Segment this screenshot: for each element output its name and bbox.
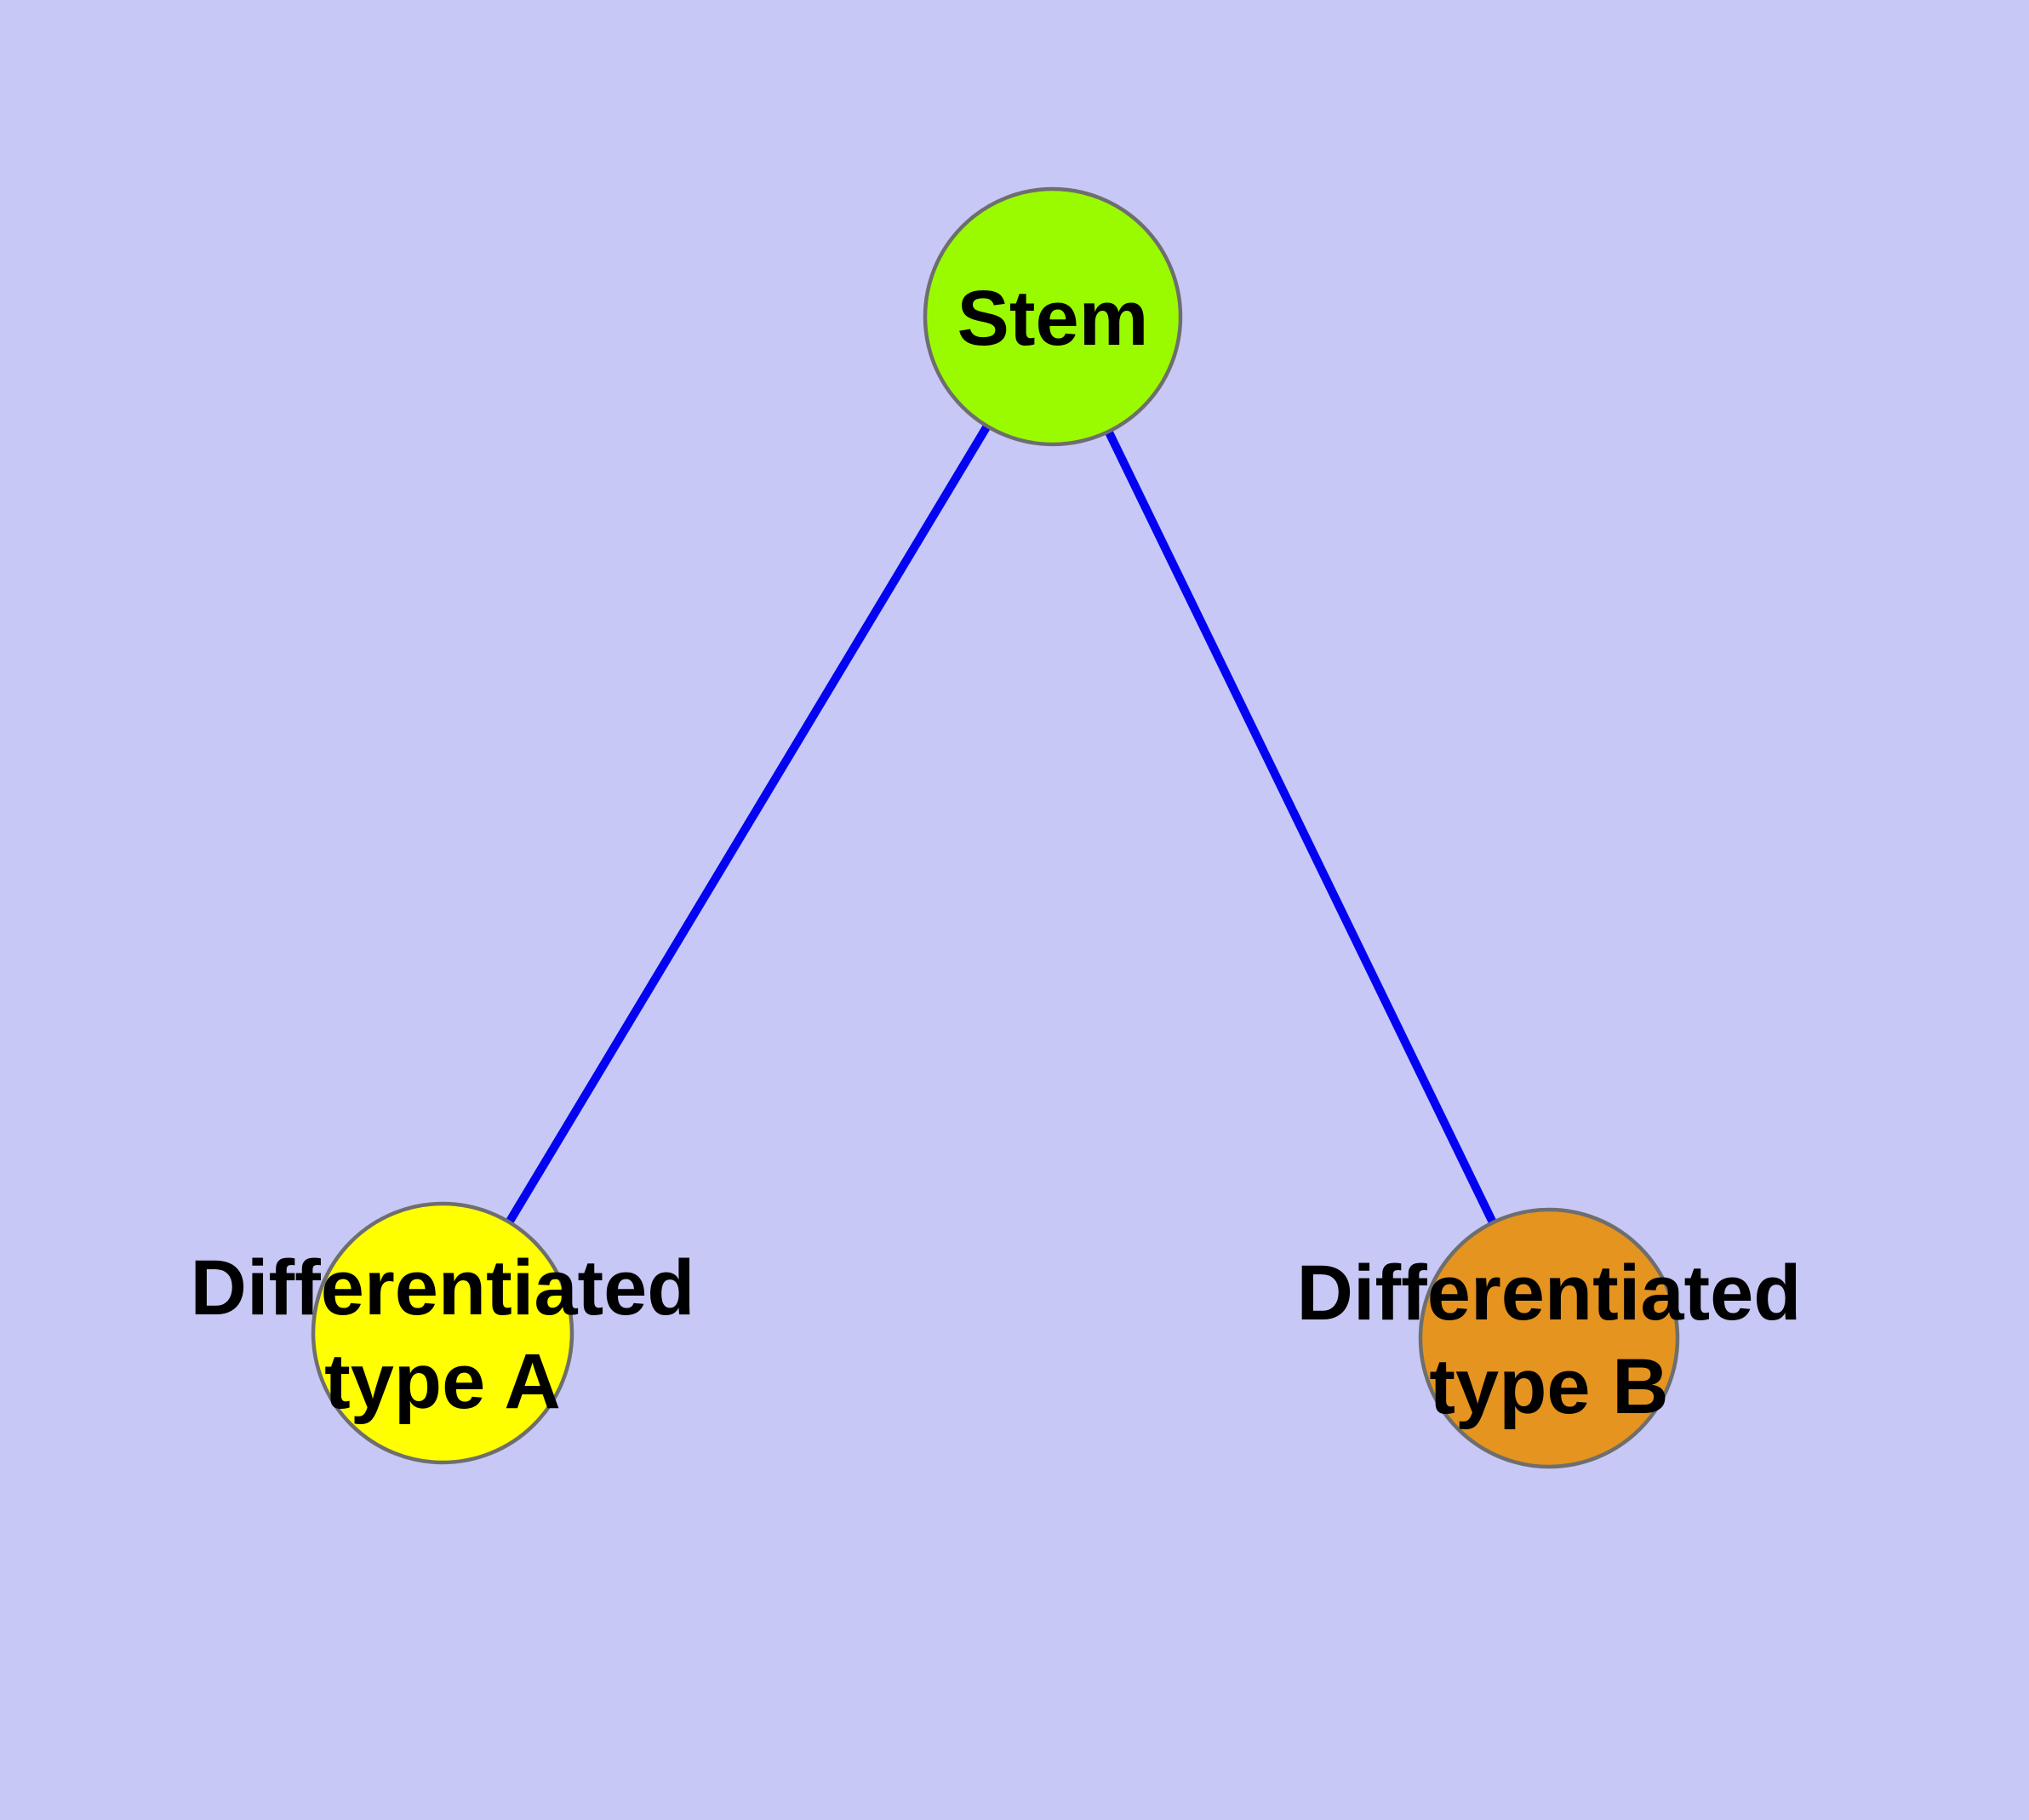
edge-stem-to-type-b [1049, 314, 1553, 1341]
node-type-a-label-line1: Differentiated [191, 1245, 695, 1331]
edge-stem-to-type-a [438, 314, 1057, 1336]
node-stem-label: Stem [957, 275, 1149, 362]
node-type-b-label-line2: type B [1429, 1343, 1668, 1430]
node-stem [923, 186, 1183, 447]
node-type-a-label-line2: type A [324, 1338, 561, 1425]
node-type-b-label-line1: Differentiated [1297, 1250, 1802, 1336]
node-differentiated-type-b [1418, 1207, 1680, 1469]
node-differentiated-type-a [311, 1201, 574, 1465]
